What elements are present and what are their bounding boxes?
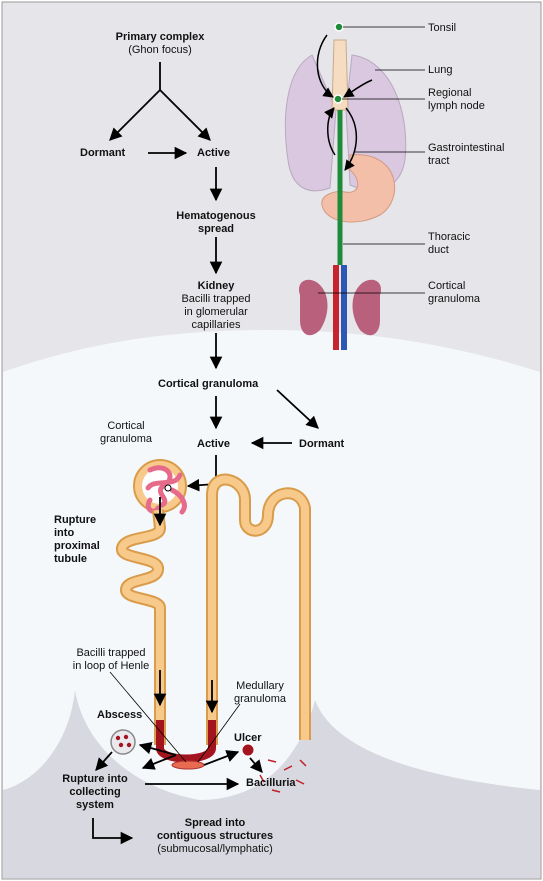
- bacilli-henle-1: Bacilli trapped: [76, 647, 146, 659]
- primary-complex-sub: (Ghon focus): [128, 44, 192, 56]
- bacilluria-label: Bacilluria: [246, 777, 296, 789]
- active-label-top: Active: [197, 147, 231, 159]
- kidneys-illustration: [299, 265, 381, 350]
- active-label-bottom: Active: [197, 438, 231, 450]
- kidney-line-3: capillaries: [191, 319, 241, 331]
- dormant-label-top: Dormant: [80, 147, 126, 159]
- thoracic-duct-label-1: Thoracic: [428, 231, 471, 243]
- gi-tract-label-2: tract: [428, 155, 450, 167]
- spread-label-1: Spread into: [184, 817, 246, 829]
- cortical-granuloma-flow: Cortical granuloma: [158, 378, 259, 390]
- rupture-proximal-2: into: [54, 527, 75, 539]
- lung-label: Lung: [428, 64, 453, 76]
- kidney-title: Kidney: [197, 280, 235, 292]
- flow-arrows: [109, 62, 319, 492]
- nephron: [110, 459, 311, 793]
- hematogenous-label-1: Hematogenous: [176, 210, 256, 222]
- rupture-proximal-1: Rupture: [54, 514, 97, 526]
- spread-label-3: (submucosal/lymphatic): [157, 843, 273, 855]
- rupture-collecting-2: collecting: [69, 786, 121, 798]
- ulcer: [241, 743, 255, 757]
- nephron-arrows: [92, 497, 263, 845]
- nephron-cortical-1: Cortical: [107, 420, 145, 432]
- medullary-granuloma-1: Medullary: [236, 680, 284, 692]
- loop-of-henle: [156, 720, 216, 763]
- cortical-granuloma-anatomy-2: granuloma: [428, 293, 480, 305]
- regional-lymph-label-1: Regional: [428, 87, 472, 99]
- gi-tract-label-1: Gastrointestinal: [428, 142, 505, 154]
- kidney-line-2: in glomerular: [184, 306, 248, 318]
- primary-complex-title: Primary complex: [115, 31, 205, 43]
- medullary-granuloma-2: granuloma: [234, 693, 286, 705]
- medullary-granuloma: [171, 760, 205, 770]
- hematogenous-label-2: spread: [197, 223, 235, 235]
- rupture-collecting-3: system: [76, 799, 114, 811]
- kidney-line-1: Bacilli trapped: [181, 293, 251, 305]
- bacilli: [259, 759, 307, 793]
- nephron-cortical-2: granuloma: [100, 433, 152, 445]
- tonsil-node: [334, 22, 344, 32]
- rupture-proximal-3: proximal: [54, 540, 100, 552]
- abscess: [110, 729, 136, 755]
- tonsil-label: Tonsil: [428, 22, 457, 34]
- glomerulus: [145, 465, 187, 515]
- bacilli-henle-2: in loop of Henle: [72, 660, 150, 672]
- renal-pelvis-region: [3, 690, 540, 878]
- dormant-label-bottom: Dormant: [299, 438, 345, 450]
- ulcer-label: Ulcer: [234, 732, 262, 744]
- cortical-granuloma-anatomy-1: Cortical: [428, 280, 466, 292]
- regional-lymph-label-2: lymph node: [428, 100, 485, 112]
- abscess-label: Abscess: [97, 709, 143, 721]
- thoracic-duct-label-2: duct: [428, 244, 449, 256]
- spread-label-2: contiguous structures: [156, 830, 274, 842]
- medulla-region: [3, 330, 540, 878]
- regional-lymph-node: [333, 94, 343, 104]
- rupture-collecting-1: Rupture into: [62, 773, 128, 785]
- rupture-proximal-4: tubule: [54, 553, 87, 565]
